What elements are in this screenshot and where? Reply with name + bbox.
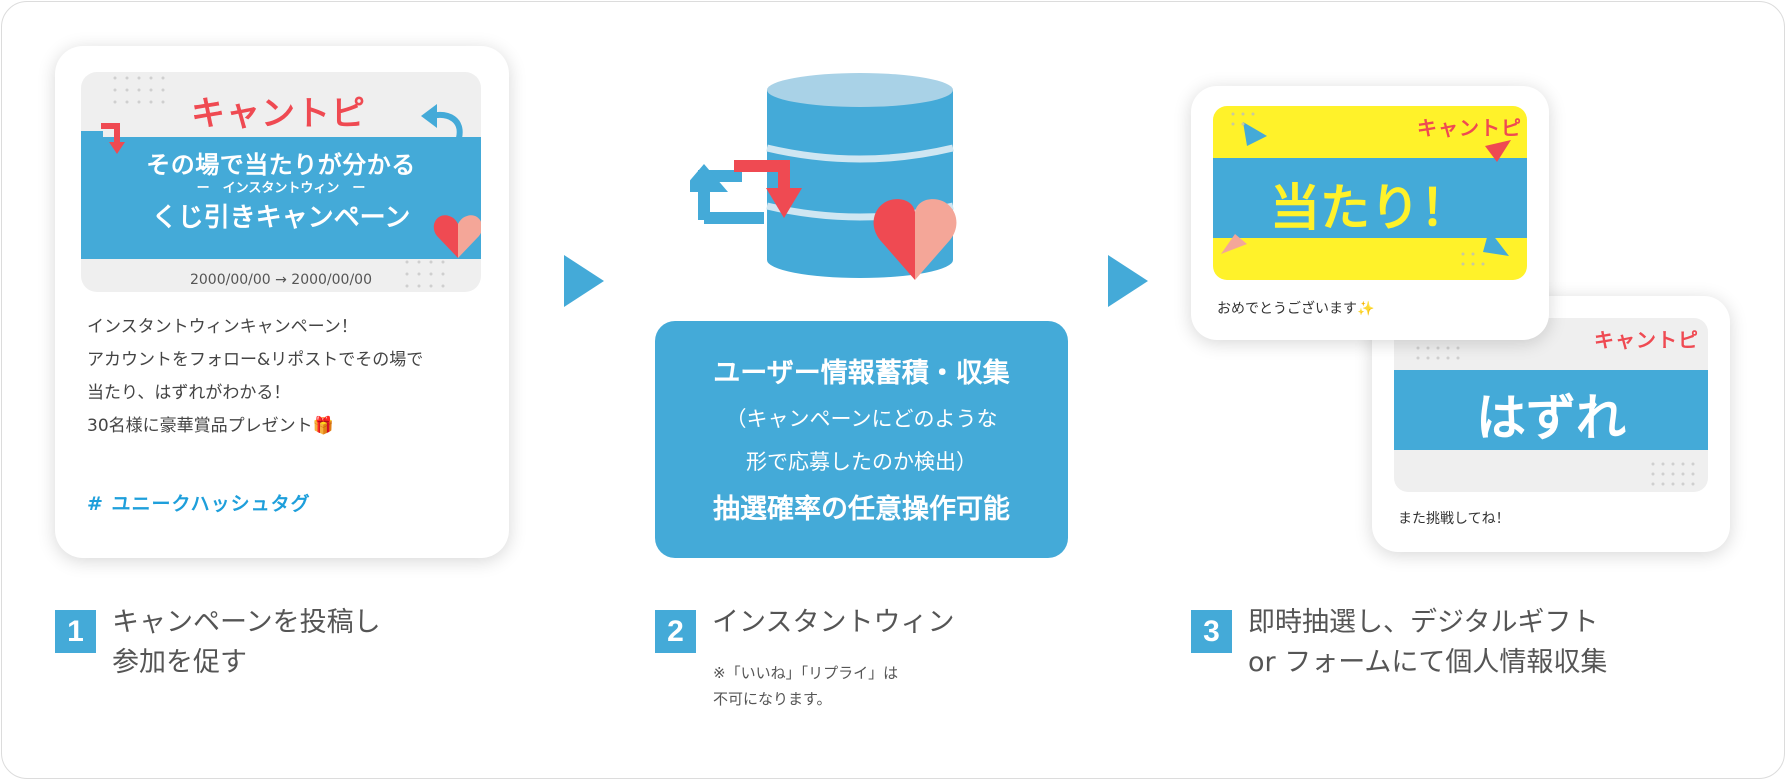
- brand-logo: キャントピ: [191, 94, 366, 134]
- step-title: 即時抽選し、デジタルギフト or フォームにて個人情報収集: [1248, 603, 1607, 683]
- reply-arrow-icon: [421, 104, 463, 141]
- banner-subline: ー インスタントウィン ー: [196, 181, 366, 196]
- flow-arrow-icon: [564, 255, 604, 307]
- win-message: 当たり！: [1270, 179, 1470, 237]
- banner-band: [81, 137, 481, 259]
- feature-line: ユーザー情報蓄積・収集: [713, 358, 1010, 389]
- flow-arrow-icon: [1108, 255, 1148, 307]
- banner-headline-2: くじ引きキャンペーン: [151, 203, 411, 233]
- step-title: キャンペーンを投稿し 参加を促す: [112, 603, 381, 683]
- feature-box: ユーザー情報蓄積・収集 （キャンペーンにどのような 形で応募したのか検出） 抽選…: [655, 321, 1068, 558]
- confetti-shapes: [1221, 112, 1511, 266]
- post-body: インスタントウィンキャンペーン！ アカウントをフォロー&リポストでその場で 当た…: [87, 311, 487, 443]
- post-line: 当たり、はずれがわかる！: [87, 383, 291, 403]
- lose-caption: また挑戦してね！: [1398, 511, 1510, 527]
- step-number-badge: 2: [655, 610, 696, 653]
- hashtag-link[interactable]: # ユニークハッシュタグ: [87, 493, 311, 515]
- win-caption: おめでとうございます✨: [1217, 301, 1375, 317]
- post-line: 30名様に豪華賞品プレゼント🎁: [87, 416, 334, 436]
- lose-image: キャントピ はずれ: [1394, 318, 1708, 492]
- dot-pattern: [405, 260, 445, 288]
- brand-logo: キャントピ: [1594, 328, 1699, 352]
- step-note-line: 不可になります。: [713, 690, 832, 708]
- feature-line: 形で応募したのか検出）: [746, 450, 977, 474]
- dot-pattern: [1651, 462, 1695, 486]
- win-image: キャントピ 当たり！: [1213, 106, 1527, 280]
- dot-pattern: [113, 76, 165, 104]
- step-title-line: 参加を促す: [112, 647, 247, 678]
- lose-message: はずれ: [1476, 389, 1626, 447]
- campaign-dates: 2000/00/00 → 2000/00/00: [189, 272, 372, 288]
- step-note: ※「いいね」「リプライ」は 不可になります。: [713, 660, 898, 712]
- win-band: [1213, 158, 1527, 238]
- win-result-card: キャントピ 当たり！ おめでとうございます✨: [1191, 86, 1549, 340]
- campaign-banner: キャントピ その場で当たりが分かる ー インスタントウィン ー くじ引きキャンペ…: [81, 72, 481, 292]
- feature-line: 抽選確率の任意操作可能: [713, 494, 1010, 525]
- post-line: アカウントをフォロー&リポストでその場で: [87, 350, 424, 370]
- feature-line: （キャンペーンにどのような: [725, 407, 998, 431]
- step-title-line: or フォームにて個人情報収集: [1248, 647, 1608, 678]
- database-icon: [690, 73, 957, 280]
- brand-logo: キャントピ: [1417, 116, 1522, 140]
- repost-arrow-icon: [81, 123, 125, 154]
- step-note-line: ※「いいね」「リプライ」は: [713, 664, 899, 682]
- dot-pattern: [1416, 346, 1460, 360]
- banner-headline: その場で当たりが分かる: [146, 151, 416, 179]
- heart-icon: [433, 215, 481, 258]
- step-title: インスタントウィン: [712, 607, 955, 638]
- step-title-line: キャンペーンを投稿し: [112, 607, 381, 638]
- step-title-line: 即時抽選し、デジタルギフト: [1248, 607, 1599, 638]
- campaign-post-card: キャントピ その場で当たりが分かる ー インスタントウィン ー くじ引きキャンペ…: [55, 46, 509, 558]
- step-number-badge: 1: [55, 610, 96, 653]
- post-line: インスタントウィンキャンペーン！: [87, 317, 358, 337]
- lose-band: [1394, 370, 1708, 450]
- step-number-badge: 3: [1191, 610, 1232, 653]
